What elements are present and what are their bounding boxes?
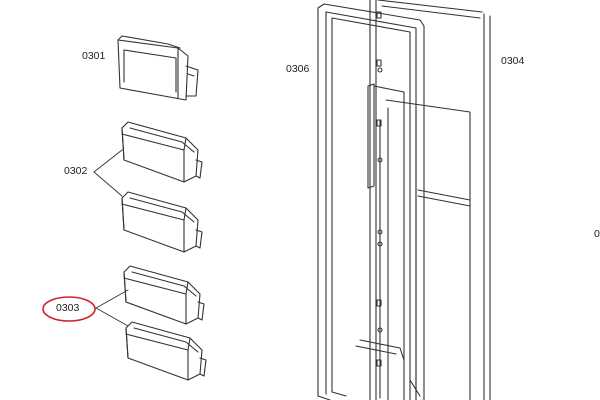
label-0303: 0303 [56, 302, 80, 314]
label-edge-partial: 0 [594, 228, 600, 240]
leader-0303-upper [95, 289, 129, 309]
bin-0302-lower [121, 191, 203, 253]
door-panel-0304 [369, 0, 491, 400]
leader-0302-lower [93, 171, 123, 197]
bin-0303-upper [123, 265, 205, 325]
highlight-ellipse-0303 [42, 296, 96, 322]
label-0301: 0301 [82, 50, 106, 62]
leader-0302-upper [93, 149, 123, 173]
bin-0302-upper [121, 121, 203, 183]
door-gasket-0306 [317, 3, 425, 400]
label-0306: 0306 [286, 63, 310, 75]
leader-0303-lower [95, 307, 129, 327]
bin-0301 [117, 35, 199, 101]
label-0302: 0302 [64, 165, 88, 177]
bin-0303-lower [125, 321, 207, 381]
label-0304: 0304 [501, 55, 525, 67]
leader-lines [93, 149, 129, 327]
